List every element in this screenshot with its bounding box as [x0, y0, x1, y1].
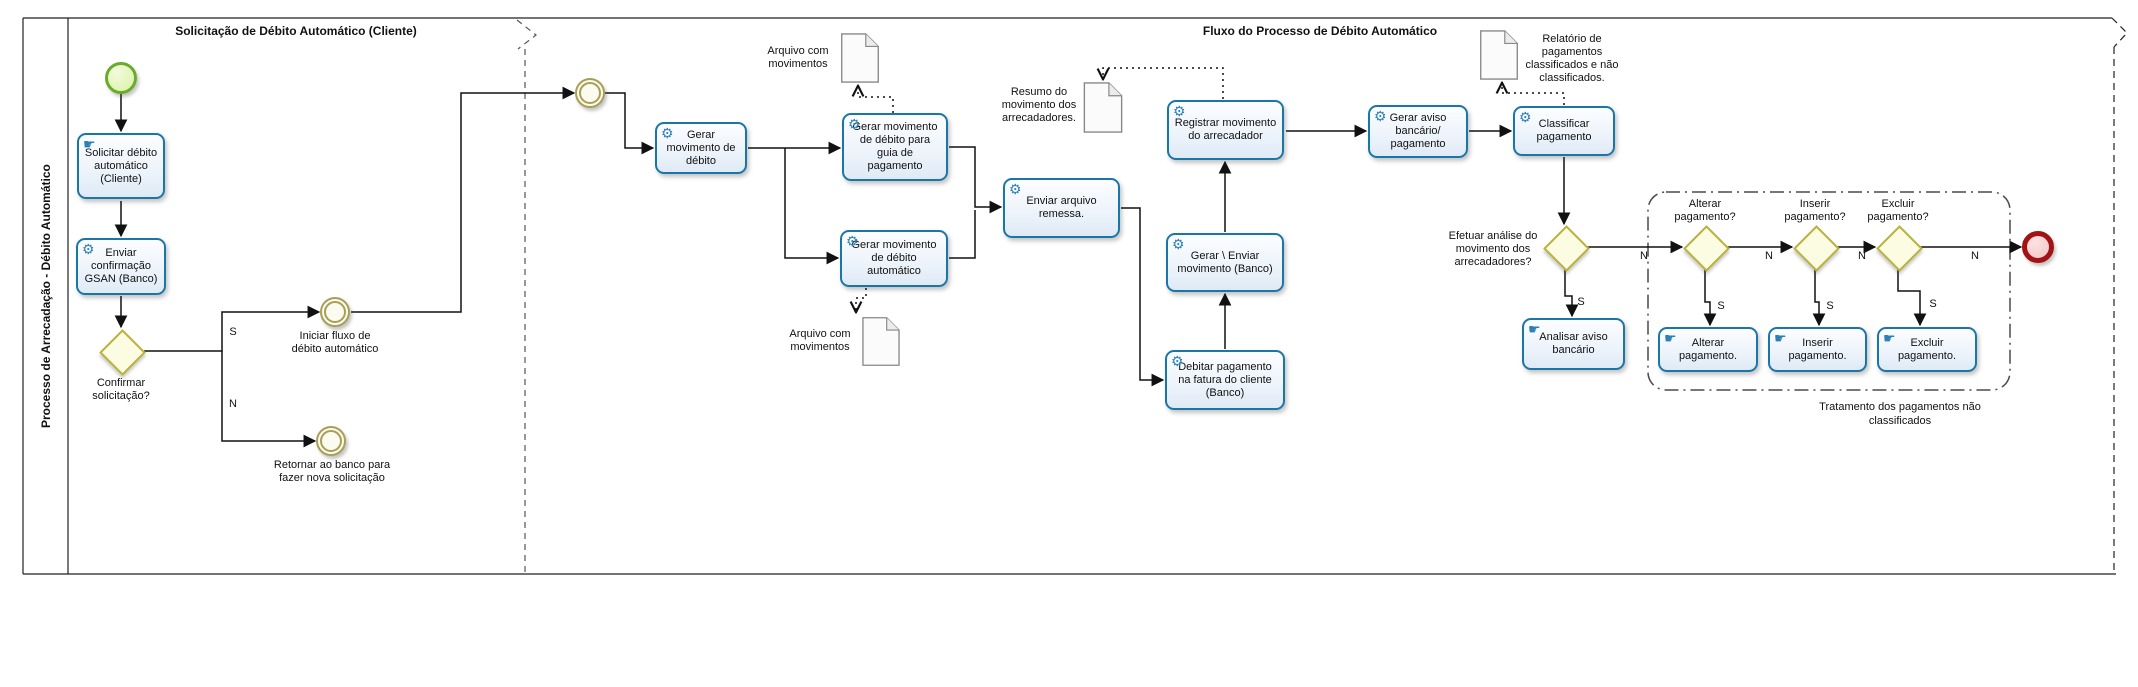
- link-event-retornar-label: Retornar ao banco para fazer nova solici…: [273, 459, 391, 484]
- document-label: Relatório de pagamentos classificados e …: [1525, 33, 1619, 84]
- branch-label-n: N: [1765, 250, 1773, 262]
- group-tratamento-pagamentos[interactable]: [1647, 191, 2011, 391]
- gateway-excluir-label: Excluir pagamento?: [1867, 198, 1929, 223]
- branch-label-s: S: [229, 326, 237, 338]
- task-analisar-aviso[interactable]: ☛ Analisar aviso bancário: [1522, 318, 1625, 370]
- gateway-alterar[interactable]: [1683, 225, 1730, 272]
- document-arquivo-movimentos-bottom[interactable]: [862, 315, 900, 373]
- task-excluir-pagamento[interactable]: ☛ Excluir pagamento.: [1877, 327, 1977, 372]
- task-label: Analisar aviso bancário: [1539, 331, 1608, 356]
- task-debitar-pagamento[interactable]: ⚙ Debitar pagamento na fatura do cliente…: [1165, 350, 1285, 410]
- section-title-right: Fluxo do Processo de Débito Automático: [1202, 24, 1438, 38]
- hand-icon: ☛: [1883, 330, 1896, 346]
- gear-icon: ⚙: [848, 116, 861, 132]
- gateway-alterar-label: Alterar pagamento?: [1674, 198, 1736, 223]
- task-gerar-movimento-automatico[interactable]: ⚙ Gerar movimento de débito automático: [840, 230, 948, 287]
- gateway-confirmar[interactable]: [99, 329, 146, 376]
- document-label: Arquivo com movimentos: [789, 328, 851, 353]
- branch-label-n: N: [1640, 250, 1648, 262]
- document-relatorio-pagamentos[interactable]: [1478, 30, 1520, 85]
- group-label: Tratamento dos pagamentos não classifica…: [1819, 401, 1981, 427]
- document-arquivo-movimentos-top[interactable]: [840, 33, 880, 88]
- gear-icon: ⚙: [846, 233, 859, 249]
- task-gerar-aviso[interactable]: ⚙ Gerar aviso bancário/ pagamento: [1368, 105, 1468, 158]
- document-label: Arquivo com movimentos: [767, 45, 829, 70]
- task-label: Gerar movimento de débito automático: [851, 239, 937, 277]
- task-gerar-movimento-debito[interactable]: ⚙ Gerar movimento de débito: [655, 122, 747, 174]
- branch-label-n: N: [229, 398, 237, 410]
- section-title-left: Solicitação de Débito Automático (Client…: [175, 24, 417, 38]
- link-event-inner-ring: [324, 301, 346, 323]
- gateway-excluir[interactable]: [1876, 225, 1923, 272]
- link-event-catch[interactable]: [575, 78, 605, 108]
- end-event[interactable]: [2022, 231, 2054, 263]
- branch-label-n: N: [1971, 250, 1979, 262]
- task-inserir-pagamento[interactable]: ☛ Inserir pagamento.: [1768, 327, 1867, 372]
- pool-border: [22, 17, 2128, 575]
- task-label: Registrar movimento do arrecadador: [1174, 117, 1277, 142]
- task-registrar-movimento[interactable]: ⚙ Registrar movimento do arrecadador: [1167, 100, 1284, 160]
- start-event[interactable]: [105, 62, 137, 94]
- gear-icon: ⚙: [1171, 353, 1184, 369]
- gear-icon: ⚙: [1009, 181, 1022, 197]
- hand-icon: ☛: [1664, 330, 1677, 346]
- associations: [856, 67, 1565, 311]
- task-enviar-arquivo-remessa[interactable]: ⚙ Enviar arquivo remessa.: [1003, 178, 1120, 238]
- gear-icon: ⚙: [1173, 103, 1186, 119]
- document-icon: [862, 317, 900, 366]
- task-label: Alterar pagamento.: [1678, 336, 1738, 362]
- branch-label-s: S: [1577, 296, 1585, 308]
- task-label: Gerar movimento de débito: [666, 128, 736, 167]
- task-label: Inserir pagamento.: [1788, 336, 1847, 362]
- task-label: Excluir pagamento.: [1897, 336, 1957, 362]
- gear-icon: ⚙: [1172, 236, 1185, 252]
- hand-icon: ☛: [83, 136, 96, 152]
- task-enviar-confirmacao[interactable]: ⚙ Enviar confirmação GSAN (Banco): [76, 238, 166, 295]
- document-resumo-movimento[interactable]: [1083, 82, 1123, 138]
- hand-icon: ☛: [1528, 321, 1541, 337]
- task-label: Debitar pagamento na fatura do cliente (…: [1178, 360, 1272, 399]
- link-event-iniciar-label: Iniciar fluxo de débito automático: [291, 330, 379, 355]
- gear-icon: ⚙: [82, 241, 95, 257]
- task-label: Classificar pagamento: [1536, 118, 1592, 143]
- gateway-efetuar-analise-label: Efetuar análise do movimento dos arrecad…: [1448, 230, 1538, 268]
- gear-icon: ⚙: [1519, 109, 1532, 125]
- task-label: Gerar \ Enviar movimento (Banco): [1177, 249, 1273, 275]
- document-icon: [841, 33, 879, 83]
- task-label: Enviar arquivo remessa.: [1026, 195, 1097, 220]
- milestone-divider: [516, 19, 537, 574]
- task-gerar-enviar-movimento[interactable]: ⚙ Gerar \ Enviar movimento (Banco): [1166, 233, 1284, 292]
- task-alterar-pagamento[interactable]: ☛ Alterar pagamento.: [1658, 327, 1758, 372]
- link-event-inner-ring: [579, 82, 601, 104]
- task-label: Gerar movimento de débito para guia de p…: [852, 121, 938, 172]
- branch-label-s: S: [1826, 300, 1834, 312]
- gear-icon: ⚙: [661, 125, 674, 141]
- document-icon: [1480, 30, 1518, 80]
- document-icon: [1083, 82, 1123, 133]
- task-classificar-pagamento[interactable]: ⚙ Classificar pagamento: [1513, 106, 1615, 156]
- gateway-inserir-label: Inserir pagamento?: [1784, 198, 1846, 223]
- hand-icon: ☛: [1774, 330, 1787, 346]
- task-label: Solicitar débito automático (Cliente): [84, 146, 158, 185]
- pool-label: Processo de Arrecadação - Débito Automát…: [39, 164, 53, 429]
- gateway-confirmar-label: Confirmar solicitação?: [92, 377, 150, 402]
- task-label: Gerar aviso bancário/ pagamento: [1389, 112, 1447, 150]
- task-gerar-movimento-guia[interactable]: ⚙ Gerar movimento de débito para guia de…: [842, 113, 948, 181]
- link-event-inner-ring: [320, 430, 342, 452]
- document-label: Resumo do movimento dos arrecadadores.: [1001, 86, 1077, 124]
- link-event-iniciar[interactable]: [320, 297, 350, 327]
- branch-label-n: N: [1858, 250, 1866, 262]
- link-event-retornar[interactable]: [316, 426, 346, 456]
- sequence-flows: [114, 86, 2023, 448]
- branch-label-s: S: [1929, 298, 1937, 310]
- gateway-efetuar-analise[interactable]: [1543, 225, 1590, 272]
- gear-icon: ⚙: [1374, 108, 1387, 124]
- task-label: Enviar confirmação GSAN (Banco): [84, 247, 158, 285]
- task-solicitar-debito[interactable]: ☛ Solicitar débito automático (Cliente): [77, 133, 165, 199]
- gateway-inserir[interactable]: [1793, 225, 1840, 272]
- branch-label-s: S: [1717, 300, 1725, 312]
